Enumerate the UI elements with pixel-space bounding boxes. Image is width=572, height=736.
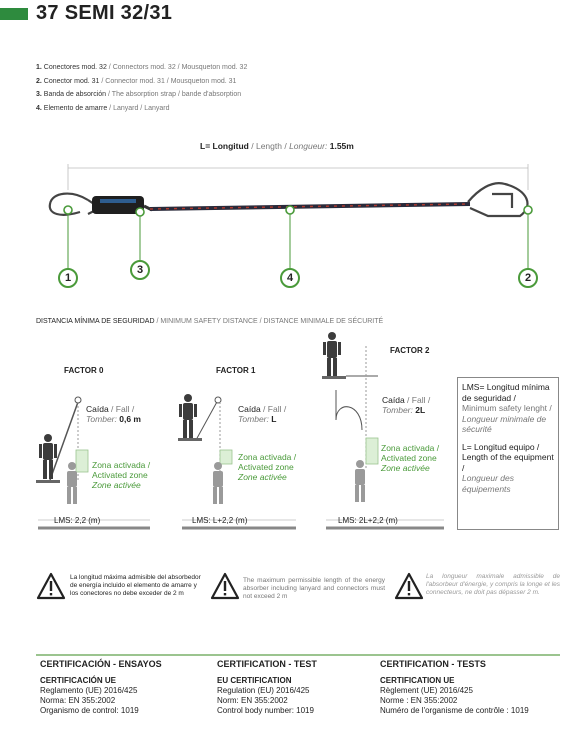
- factor-1-scene: [178, 394, 233, 504]
- legend-box: LMS= Longitud mínima de seguridad / Mini…: [457, 377, 559, 530]
- connector-31-icon: [467, 182, 529, 218]
- fall-factor-diagram: [36, 332, 444, 530]
- component-item-1: 1. Conectores mod. 32 / Connectors mod. …: [36, 64, 248, 71]
- factor-2-lms: LMS: 2L+2,2 (m): [338, 516, 398, 525]
- component-item-2: 2. Conector mod. 31 / Connector mod. 31 …: [36, 78, 237, 85]
- factor-1-lms: LMS: L+2,2 (m): [192, 516, 248, 525]
- warning-icon: [36, 572, 66, 600]
- callout-2: 2: [518, 268, 538, 288]
- certification-es: CERTIFICACIÓN - ENSAYOS CERTIFICACIÓN UE…: [40, 659, 162, 715]
- certification-fr: CERTIFICATION - TESTS CERTIFICATION UE R…: [380, 659, 529, 715]
- title-accent-bar: [0, 8, 28, 20]
- certification-divider: [36, 654, 560, 656]
- factor-0-lms: LMS: 2,2 (m): [54, 516, 101, 525]
- component-item-4: 4. Elemento de amarre / Lanyard / Lanyar…: [36, 105, 170, 112]
- factor-2-label: FACTOR 2: [390, 346, 430, 355]
- page-title: 37 SEMI 32/31: [36, 2, 173, 24]
- worker-fallen-icon: [213, 462, 223, 504]
- factor-0-scene: [36, 396, 89, 504]
- lanyard-rope: [149, 202, 471, 211]
- length-label: L= Longitud / Length / Longueur: 1.55m: [200, 141, 354, 151]
- legend-lms: LMS= Longitud mínima de seguridad / Mini…: [462, 382, 552, 434]
- warning-icon: [210, 572, 240, 600]
- callout-3: 3: [130, 260, 150, 280]
- worker-fallen-icon: [355, 460, 365, 502]
- warning-text-en: The maximum permissible length of the en…: [243, 577, 385, 600]
- worker-standing-icon: [39, 434, 57, 479]
- legend-length: L= Longitud equipo / Length of the equip…: [462, 441, 554, 494]
- certification-en: CERTIFICATION - TEST EU CERTIFICATION Re…: [217, 659, 317, 715]
- callout-4: 4: [280, 268, 300, 288]
- callout-1: 1: [58, 268, 78, 288]
- warning-text-es: La longitud máxima admisible del absorbe…: [70, 574, 201, 597]
- factor-2-fall-text: Caída / Fall / Tomber: 2L: [382, 395, 431, 415]
- component-item-3: 3. Banda de absorción / The absorption s…: [36, 91, 242, 98]
- worker-fallen-icon: [67, 462, 77, 504]
- factor-0-fall-text: Caída / Fall / Tomber: 0,6 m: [86, 404, 141, 424]
- warning-icon: [394, 572, 424, 600]
- worker-standing-icon: [323, 332, 341, 376]
- factor-2-scene: [322, 332, 379, 502]
- lanyard-diagram: [48, 164, 533, 268]
- factor-1-fall-text: Caída / Fall / Tomber: L: [238, 404, 287, 424]
- warning-text-fr: La longueur maximale admissible de l'abs…: [426, 573, 560, 596]
- factor-1-label: FACTOR 1: [216, 366, 256, 375]
- worker-standing-icon: [179, 394, 197, 438]
- distance-heading: DISTANCIA MÍNIMA DE SEGURIDAD / MINIMUM …: [36, 318, 384, 325]
- factor-0-label: FACTOR 0: [64, 366, 104, 375]
